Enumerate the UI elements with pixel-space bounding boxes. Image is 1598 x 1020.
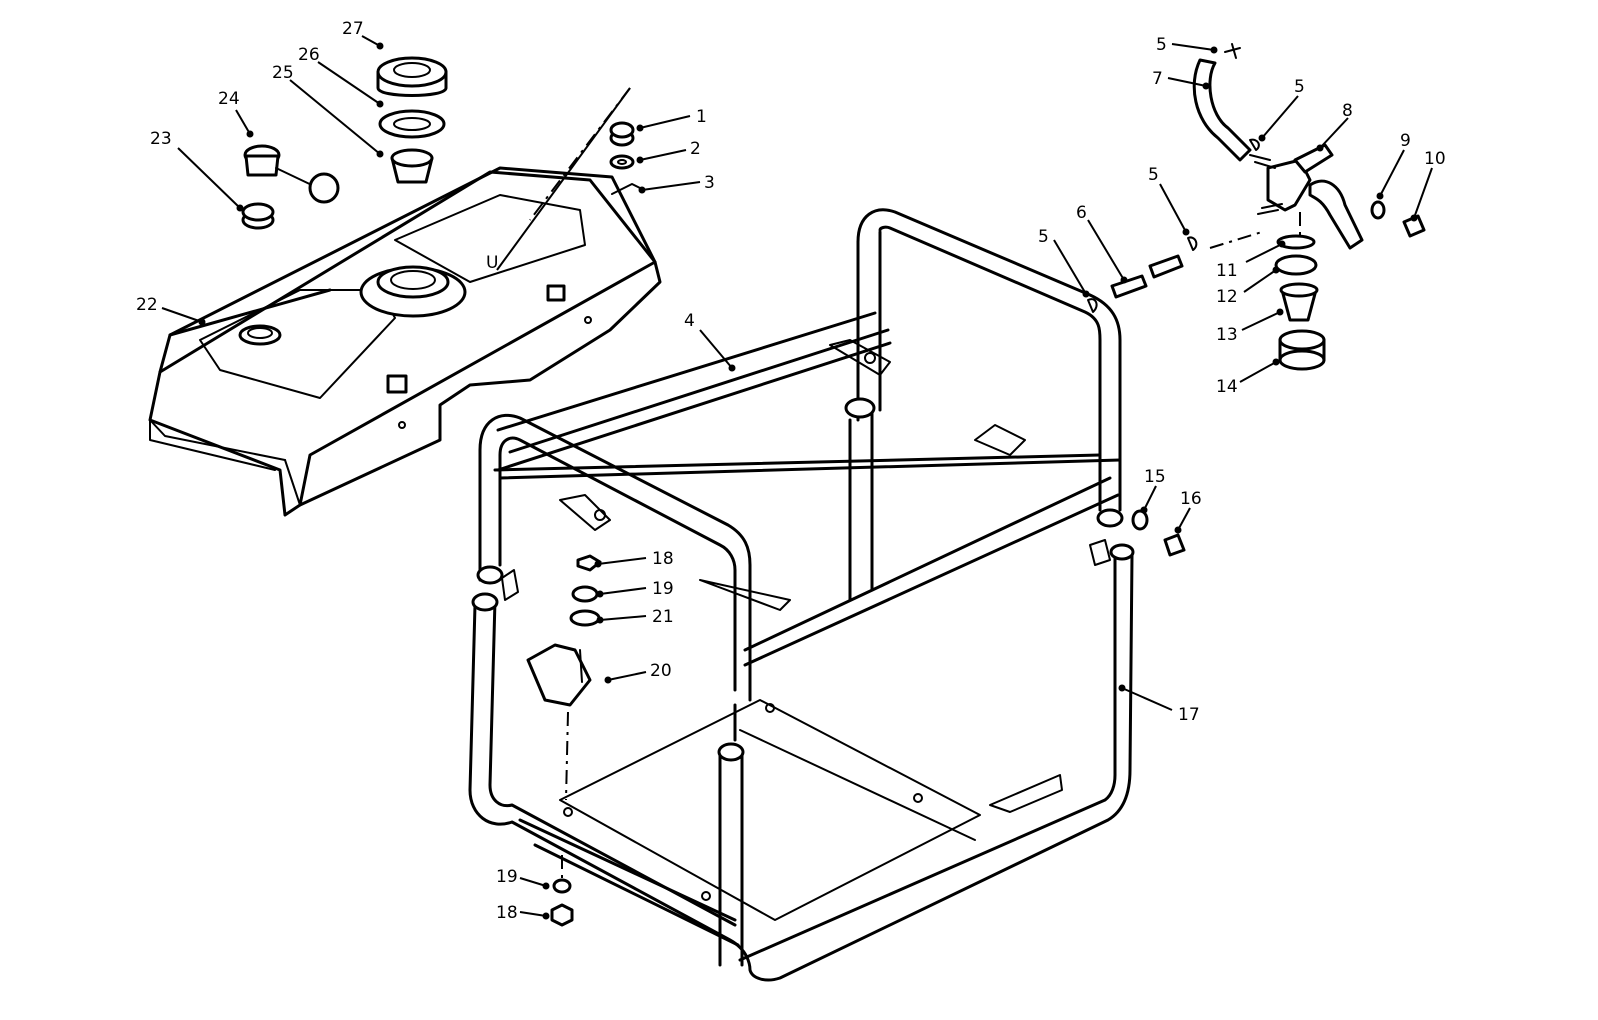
callout-25: 25 [272,63,384,158]
small-parts [241,43,1426,927]
callout-label-27: 27 [342,19,364,39]
callout-label-26: 26 [298,45,320,65]
callout-18a: 18 [594,549,674,569]
callout-20: 20 [604,661,672,684]
callout-19a: 19 [596,579,674,599]
callout-label-5c: 5 [1148,165,1159,185]
callout-label-15: 15 [1144,467,1166,487]
callout-7: 7 [1152,69,1210,90]
callout-6: 6 [1076,203,1128,284]
callout-12: 12 [1216,266,1280,307]
callout-1: 1 [636,107,707,132]
callout-24: 24 [218,89,254,138]
callout-22: 22 [136,295,206,326]
callout-4: 4 [684,311,736,372]
callout-5d: 5 [1038,227,1090,298]
callout-label-11: 11 [1216,261,1238,281]
callout-label-3: 3 [704,173,715,193]
callout-5c: 5 [1148,165,1190,236]
callout-14: 14 [1216,358,1280,397]
callout-label-1: 1 [696,107,707,127]
callout-label-12: 12 [1216,287,1238,307]
fuel-tank: U [148,166,662,517]
callout-label-22: 22 [136,295,158,315]
callout-label-16: 16 [1180,489,1202,509]
callout-label-10: 10 [1424,149,1446,169]
callout-label-9: 9 [1400,131,1411,151]
callout-19b: 19 [496,867,550,890]
callout-label-5a: 5 [1156,35,1167,55]
callout-label-14: 14 [1216,377,1238,397]
callout-label-18b: 18 [496,903,518,923]
callout-16: 16 [1174,489,1202,534]
callout-10: 10 [1410,149,1446,222]
callout-label-5b: 5 [1294,77,1305,97]
callout-17: 17 [1118,684,1200,725]
callout-9: 9 [1376,131,1411,200]
callout-label-17: 17 [1178,705,1200,725]
callout-label-24: 24 [218,89,240,109]
callout-8: 8 [1316,101,1353,152]
callout-2: 2 [636,139,701,164]
callout-label-7: 7 [1152,69,1163,89]
frame-assembly [468,208,1135,982]
callout-11: 11 [1216,240,1286,281]
callout-label-19a: 19 [652,579,674,599]
callout-15: 15 [1140,467,1166,514]
callout-label-23: 23 [150,129,172,149]
center-lines [496,87,1301,880]
callout-label-4: 4 [684,311,695,331]
callout-label-6: 6 [1076,203,1087,223]
callout-13: 13 [1216,308,1284,345]
callout-3: 3 [638,173,715,194]
callout-21: 21 [596,607,674,627]
callout-label-20: 20 [650,661,672,681]
callout-label-18a: 18 [652,549,674,569]
callout-label-2: 2 [690,139,701,159]
callout-label-21: 21 [652,607,674,627]
callout-5a: 5 [1156,35,1218,55]
callout-5b: 5 [1258,77,1305,142]
svg-text:U: U [486,253,498,273]
callout-23: 23 [150,129,244,212]
callout-label-8: 8 [1342,101,1353,121]
callout-27: 27 [342,19,384,50]
callout-18b: 18 [496,903,550,923]
callout-label-5d: 5 [1038,227,1049,247]
callout-label-13: 13 [1216,325,1238,345]
callout-label-19b: 19 [496,867,518,887]
callout-label-25: 25 [272,63,294,83]
callout-26: 26 [298,45,384,108]
